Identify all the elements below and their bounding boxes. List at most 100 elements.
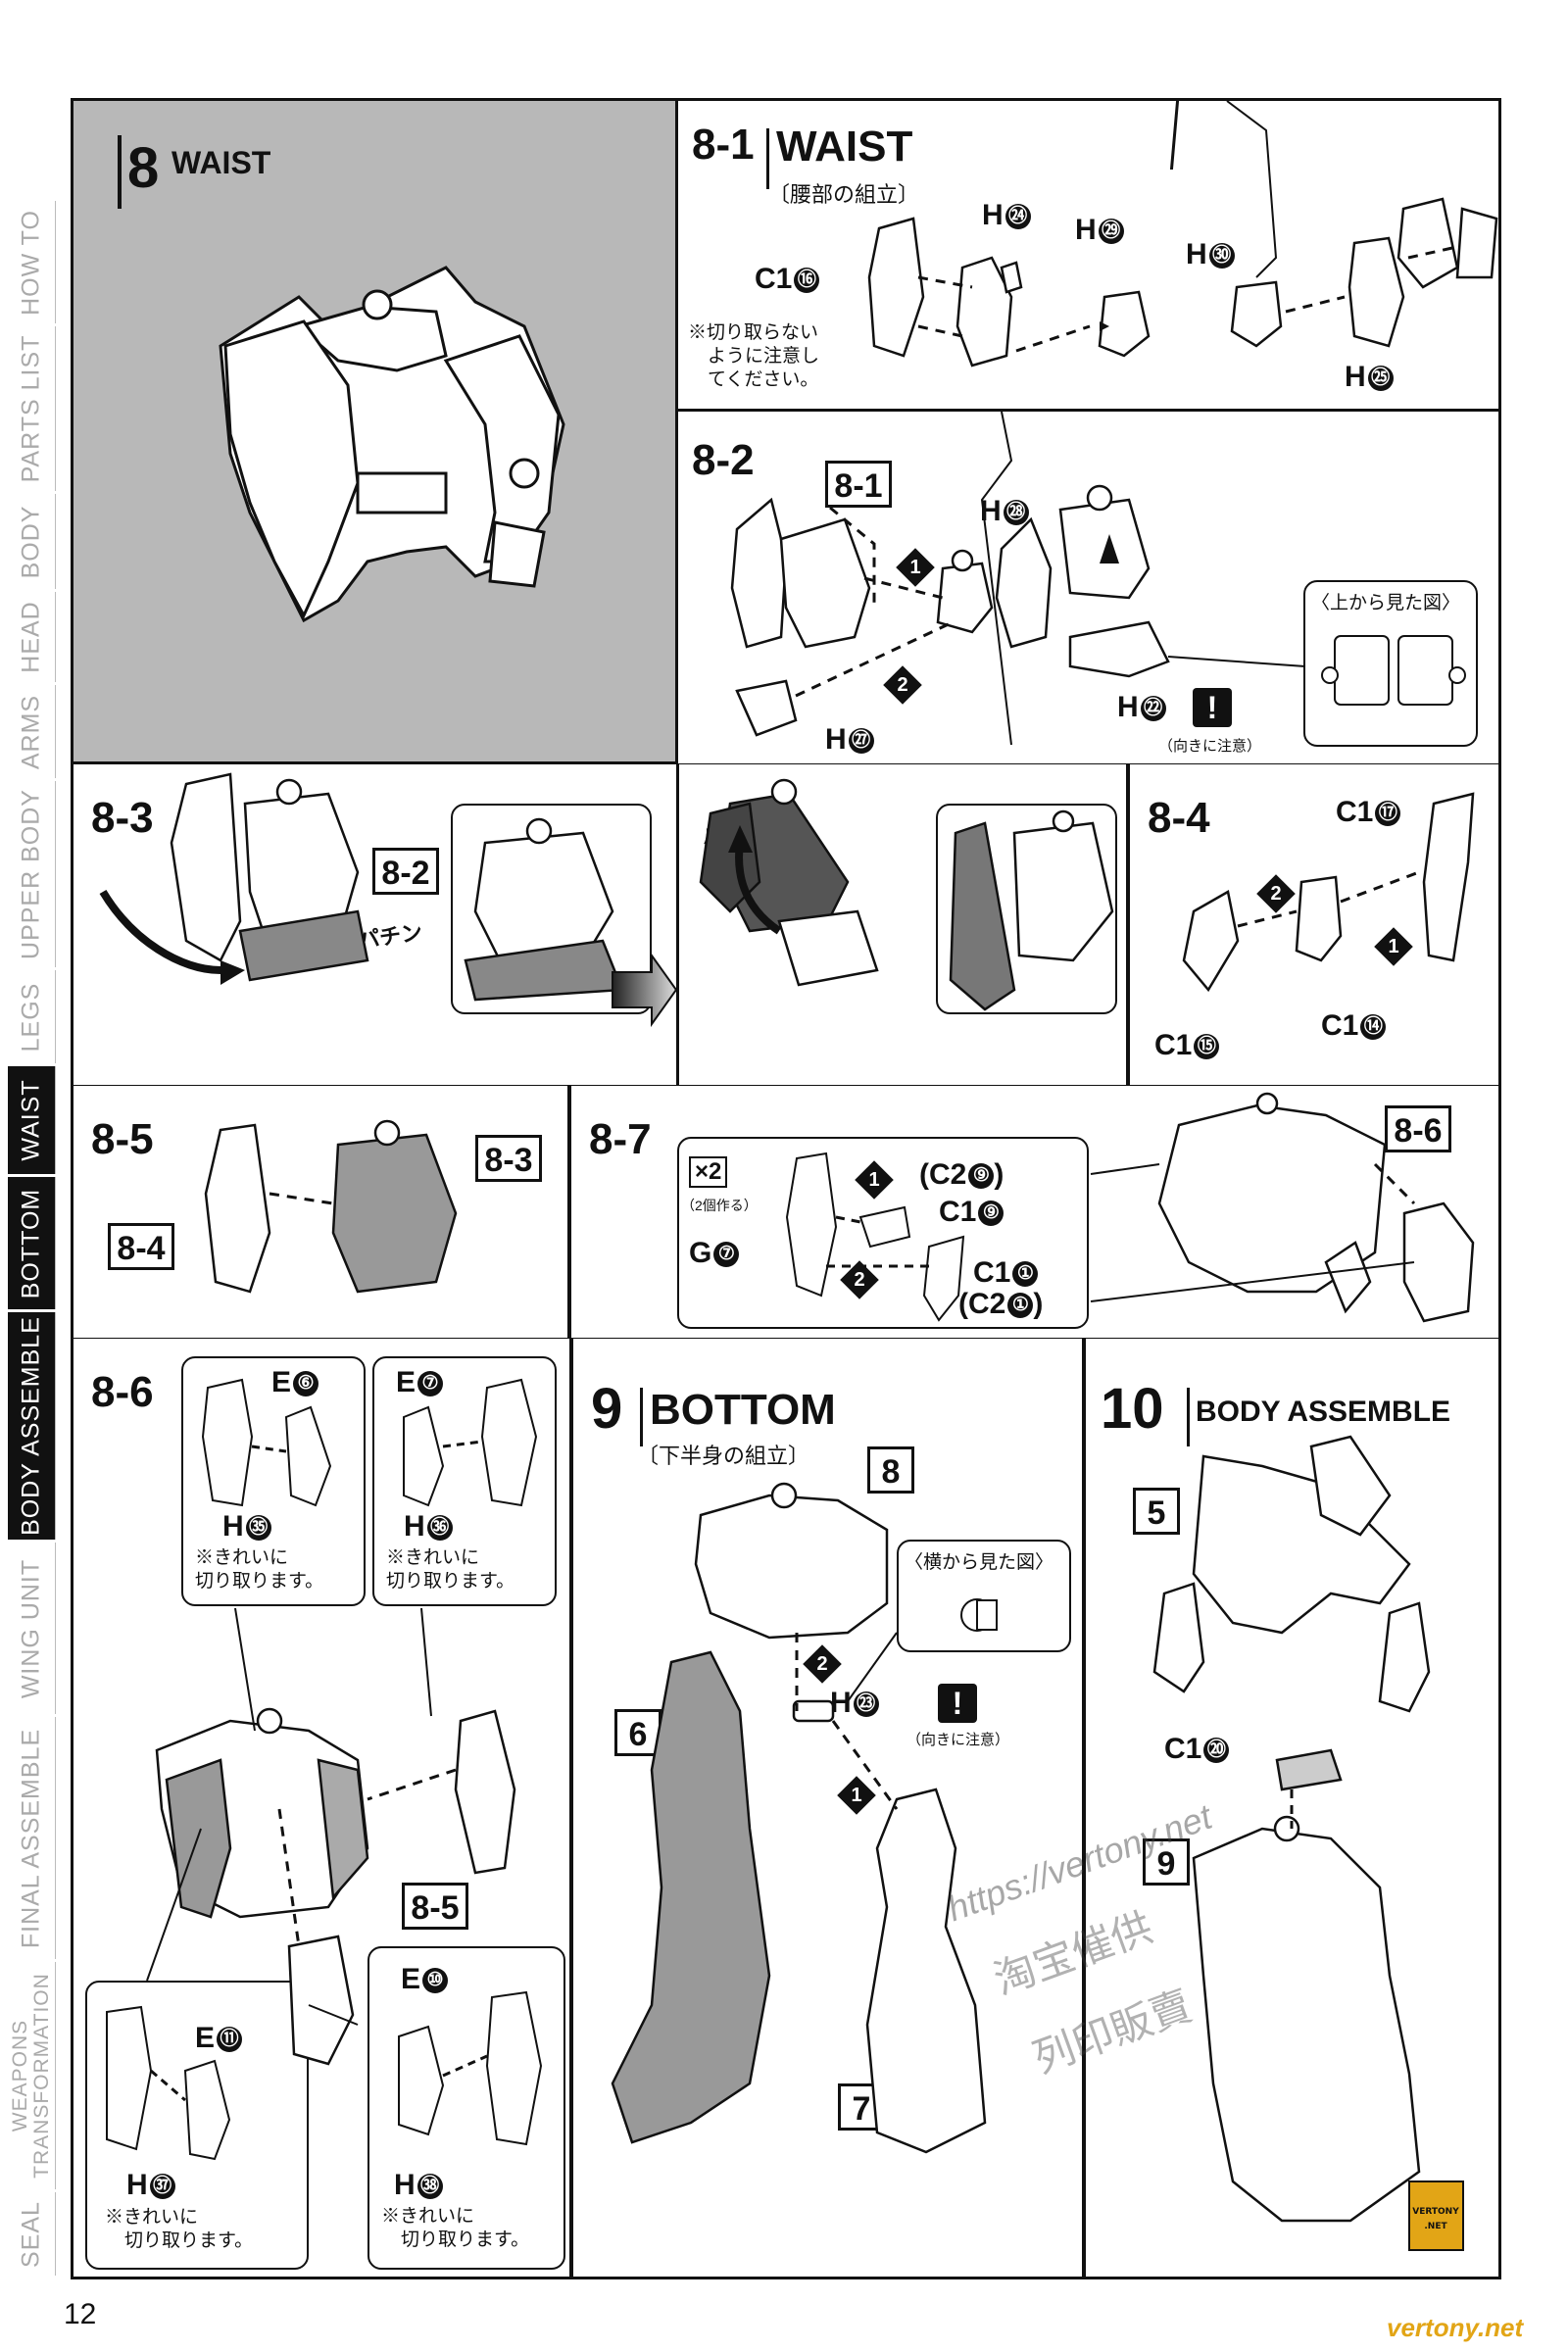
e7-illustration <box>403 1378 538 1507</box>
e6-illustration <box>201 1378 332 1507</box>
vertony-logo <box>1408 2180 1464 2251</box>
step-8-6-number: 8-6 <box>91 1368 154 1416</box>
side-view-label: 〈横から見た図〉 <box>905 1552 1054 1573</box>
step-10-title: BODY ASSEMBLE <box>1196 1396 1451 1428</box>
tab-seal[interactable]: SEAL <box>8 2192 56 2276</box>
step-8-bar <box>118 135 122 209</box>
step-9-bar <box>640 1388 643 1446</box>
ref-5: 5 <box>1133 1488 1180 1535</box>
note-cut-clean: ※きれいに切り取ります。 <box>381 2206 530 2250</box>
step-8-1-bar <box>766 128 769 189</box>
caution-icon: ! <box>938 1684 977 1723</box>
step-8-5-number: 8-5 <box>91 1115 154 1163</box>
caution-text: （向きに注意） <box>1158 738 1262 755</box>
tab-arms[interactable]: ARMS <box>8 685 56 778</box>
section-sidebar: HOW TO PARTS LIST BODY HEAD ARMS UPPER B… <box>0 201 57 2308</box>
ref-9: 9 <box>1143 1838 1190 1886</box>
ref-8-2: 8-2 <box>372 848 439 895</box>
step-8-3-panel: 8-3 8-2 パチン パチッ <box>71 764 1129 1088</box>
tab-final-assemble[interactable]: FINAL ASSEMBLE <box>8 1717 56 1959</box>
tab-weapons-transformation[interactable]: WEAPONS TRANSFORMATION <box>8 1962 56 2189</box>
footer-url[interactable]: vertony.net <box>1387 2313 1524 2342</box>
ref-8-3: 8-3 <box>475 1135 542 1182</box>
tab-wing-unit[interactable]: WING UNIT <box>8 1543 56 1714</box>
tab-body[interactable]: BODY <box>8 494 56 589</box>
tab-body-assemble[interactable]: BODY ASSEMBLE <box>8 1312 56 1540</box>
step-8-1-note: ※切り取らない ように注意し てください。 <box>688 322 820 390</box>
tab-legs[interactable]: LEGS <box>8 970 56 1063</box>
step-8-number: 8 <box>127 136 160 200</box>
e11-illustration <box>106 2005 231 2161</box>
step-8-5-illustration <box>204 1119 458 1294</box>
note-cut-clean: ※きれいに切り取ります。 <box>386 1547 515 1592</box>
waist-illustration <box>219 266 565 623</box>
side-view-callout: 〈横から見た図〉 <box>897 1540 1071 1652</box>
ref-8: 8 <box>867 1446 914 1494</box>
vertony-logo-text: VERTONY <box>1412 2207 1459 2217</box>
step-8-3-divider <box>676 764 679 1088</box>
step-8-3-illustration <box>99 772 1114 1028</box>
step-9-title: BOTTOM <box>650 1386 836 1434</box>
tab-how-to[interactable]: HOW TO <box>8 201 56 323</box>
step-10-number: 10 <box>1101 1377 1164 1441</box>
step-9-number: 9 <box>591 1377 623 1441</box>
step-9-illustration <box>611 1482 987 2154</box>
e10-illustration <box>398 1990 543 2146</box>
step-8-2-number: 8-2 <box>692 436 755 484</box>
ref-6: 6 <box>614 1709 662 1756</box>
tab-waist[interactable]: WAIST <box>8 1066 56 1174</box>
note-cut-clean: ※きれいに切り取ります。 <box>195 1547 324 1592</box>
tab-upper-body[interactable]: UPPER BODY <box>8 781 56 967</box>
step-8-4-number: 8-4 <box>1148 794 1210 842</box>
multiply-note: （2個作る） <box>681 1198 758 1213</box>
ref-8-6: 8-6 <box>1385 1105 1451 1152</box>
tab-head[interactable]: HEAD <box>8 592 56 682</box>
step-8-1-title: WAIST <box>776 122 913 171</box>
top-view-callout: 〈上から見た図〉 <box>1303 580 1478 747</box>
step-8-4-illustration <box>1182 792 1475 993</box>
step-10-illustration: VERTONY .NET <box>1152 1435 1464 2251</box>
step-9-subtitle: 〔下半身の組立〕 <box>637 1444 810 1468</box>
top-view-illustration <box>1321 635 1466 706</box>
tab-parts-list[interactable]: PARTS LIST <box>8 326 56 491</box>
multiply-badge: ×2 <box>689 1156 728 1188</box>
tab-bottom[interactable]: BOTTOM <box>8 1177 56 1309</box>
caution-icon: ! <box>1193 688 1232 727</box>
step-8-panel: 8 WAIST <box>71 98 678 764</box>
step-8-3-number: 8-3 <box>91 794 154 842</box>
step-8-1-subtitle: 〔腰部の組立〕 <box>768 182 920 207</box>
step-8-5-panel: 8-5 8-3 8-4 <box>71 1086 570 1341</box>
